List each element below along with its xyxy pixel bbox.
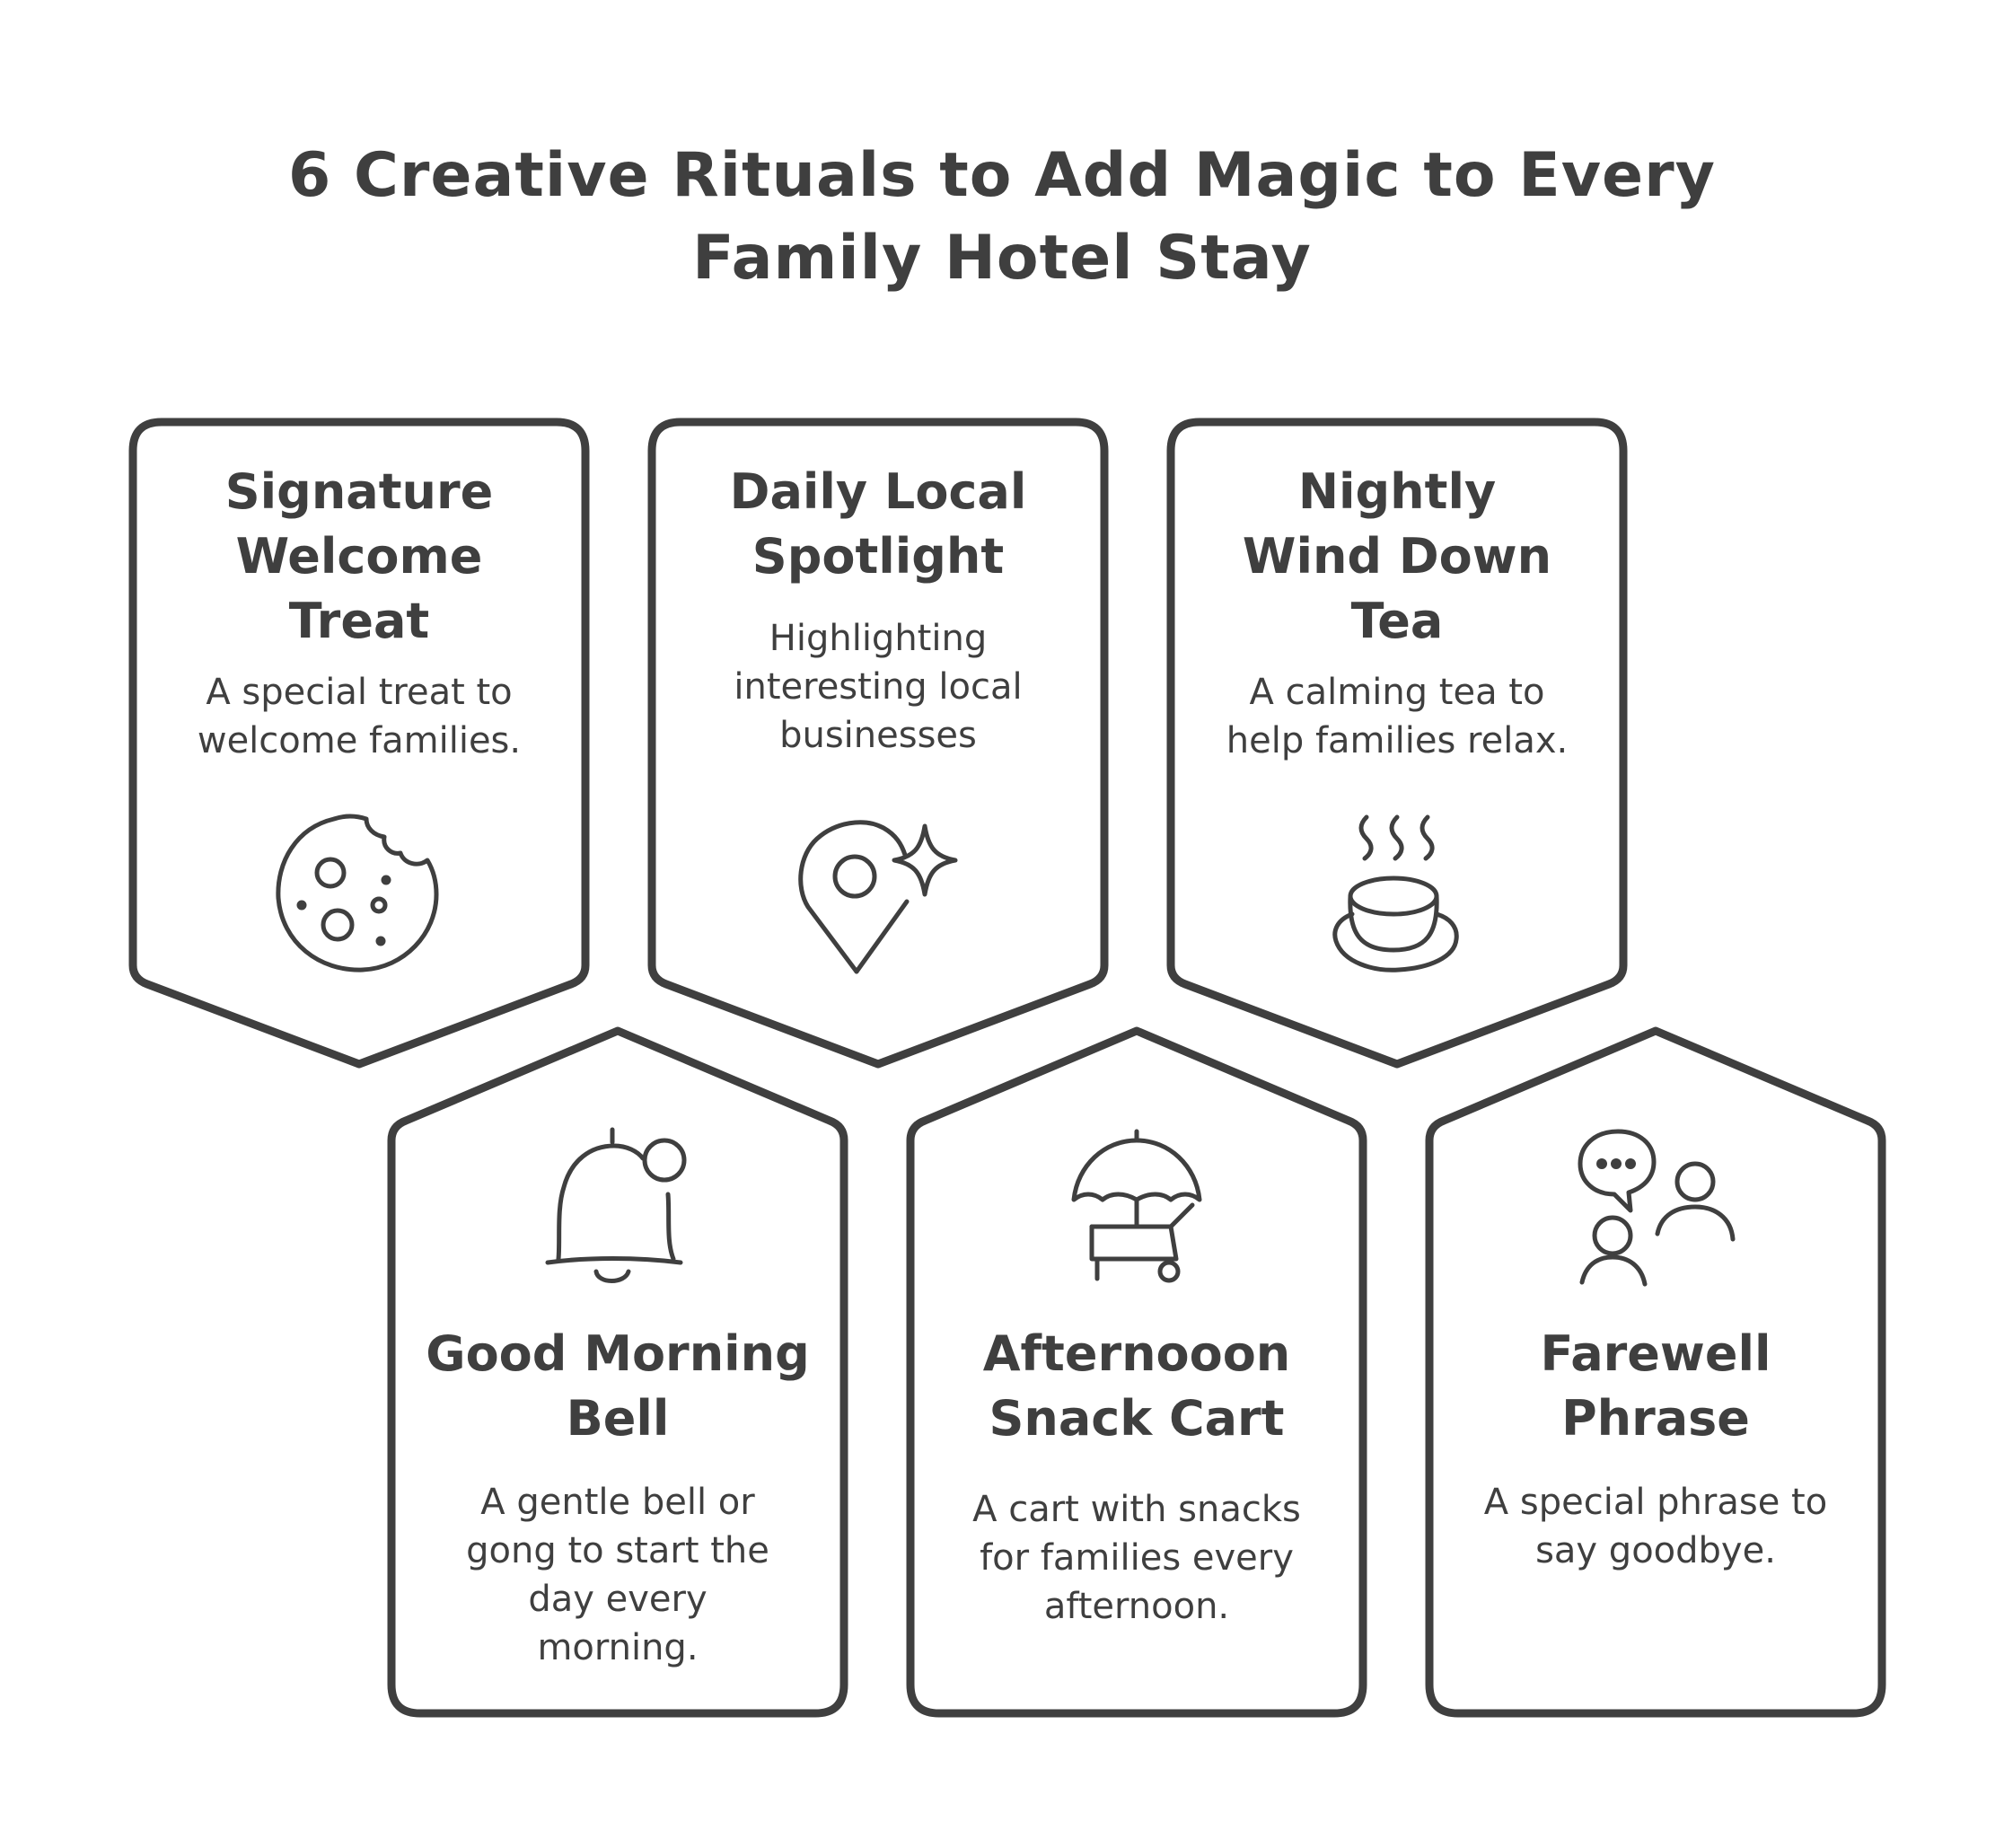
card-desc-line: A special treat to	[206, 672, 513, 713]
page-title: 6 Creative Rituals to Add Magic to Every…	[194, 135, 1810, 300]
card-desc-line: Highlighting	[769, 618, 988, 659]
card-title-line: Afternooon	[982, 1325, 1291, 1382]
card-daily-local-spotlight: Daily Local Spotlight Highlighting inter…	[652, 460, 1104, 760]
card-farewell-phrase: Farewell Phrase A special phrase to say …	[1429, 1322, 1882, 1575]
card-outline-nightly-wind-down-tea	[1166, 418, 1628, 1069]
card-title-line: Phrase	[1561, 1390, 1750, 1447]
card-desc-line: afternoon.	[1043, 1586, 1230, 1627]
card-title-line: Nightly	[1297, 463, 1497, 520]
card-outline-signature-welcome-treat	[128, 418, 590, 1069]
card-title: Nightly Wind Down Tea	[1171, 460, 1623, 654]
tea-cup-icon	[1329, 808, 1463, 979]
card-title: Good Morning Bell	[391, 1322, 844, 1451]
card-outline-afternoon-snack-cart	[906, 1026, 1367, 1718]
bell-icon	[542, 1122, 695, 1293]
card-desc-line: for families every	[980, 1537, 1294, 1579]
card-desc-line: businesses	[779, 715, 977, 756]
card-desc-line: A special phrase to	[1483, 1482, 1828, 1523]
card-title-line: Spotlight	[752, 528, 1005, 585]
card-desc-line: morning.	[537, 1627, 699, 1668]
card-title: Daily Local Spotlight	[652, 460, 1104, 589]
card-desc-line: A gentle bell or	[480, 1482, 755, 1523]
card-title-line: Wind Down	[1242, 528, 1552, 585]
card-desc-line: gong to start the	[466, 1530, 769, 1571]
card-description: Highlighting interesting local businesse…	[652, 614, 1104, 760]
card-nightly-wind-down-tea: Nightly Wind Down Tea A calming tea to h…	[1171, 460, 1623, 765]
card-desc-line: say goodbye.	[1535, 1530, 1776, 1571]
card-outline-daily-local-spotlight	[647, 418, 1109, 1069]
card-description: A special treat to welcome families.	[133, 668, 585, 765]
card-desc-line: A calming tea to	[1249, 672, 1545, 713]
card-title: Afternooon Snack Cart	[910, 1322, 1363, 1451]
card-title-line: Signature	[224, 463, 494, 520]
card-outline-farewell-phrase	[1425, 1026, 1886, 1718]
card-title: Farewell Phrase	[1429, 1322, 1882, 1451]
card-title-line: Farewell	[1540, 1325, 1771, 1382]
card-desc-line: interesting local	[734, 666, 1023, 708]
card-title-line: Daily Local	[729, 463, 1027, 520]
title-line-2: Family Hotel Stay	[692, 223, 1312, 294]
card-description: A cart with snacks for families every af…	[910, 1485, 1363, 1631]
card-signature-welcome-treat: Signature Welcome Treat A special treat …	[133, 460, 585, 765]
title-line-1: 6 Creative Rituals to Add Magic to Every	[287, 140, 1717, 211]
card-title-line: Tea	[1350, 593, 1444, 649]
card-title-line: Good Morning	[426, 1325, 810, 1382]
card-title-line: Snack Cart	[989, 1390, 1285, 1447]
card-title: Signature Welcome Treat	[133, 460, 585, 654]
card-description: A special phrase to say goodbye.	[1429, 1478, 1882, 1575]
cookie-icon	[269, 808, 449, 979]
location-sparkle-icon	[795, 808, 966, 979]
card-afternoon-snack-cart: Afternooon Snack Cart A cart with snacks…	[910, 1322, 1363, 1631]
card-desc-line: day every	[528, 1579, 708, 1620]
card-description: A calming tea to help families relax.	[1171, 668, 1623, 765]
card-desc-line: welcome families.	[197, 720, 522, 761]
card-outline-good-morning-bell	[387, 1026, 848, 1718]
card-desc-line: A cart with snacks	[972, 1489, 1301, 1530]
card-good-morning-bell: Good Morning Bell A gentle bell or gong …	[391, 1322, 844, 1672]
card-description: A gentle bell or gong to start the day e…	[391, 1478, 844, 1672]
snack-cart-icon	[1065, 1122, 1209, 1293]
card-title-line: Bell	[566, 1390, 670, 1447]
card-desc-line: help families relax.	[1226, 720, 1569, 761]
card-title-line: Treat	[288, 593, 430, 649]
people-chat-icon	[1573, 1122, 1744, 1293]
card-title-line: Welcome	[235, 528, 483, 585]
